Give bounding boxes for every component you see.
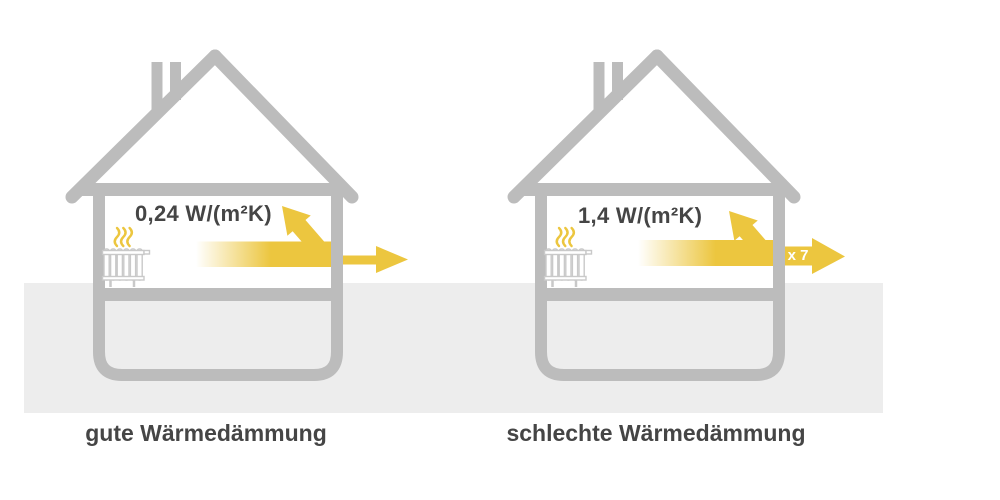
caption-poor-insulation: schlechte Wärmedämmung <box>506 420 806 446</box>
house-poor-insulation <box>514 56 845 375</box>
ground-strip <box>24 283 883 413</box>
exit-arrow-multiplier-label: x 7 <box>787 247 809 264</box>
arrow-right-icon <box>334 246 408 273</box>
u-value-label-bad: 1,4 W/(m²K) <box>578 203 703 228</box>
caption-good-insulation: gute Wärmedämmung <box>85 420 327 446</box>
u-value-label-good: 0,24 W/(m²K) <box>135 201 272 226</box>
house-good-insulation <box>72 56 408 375</box>
